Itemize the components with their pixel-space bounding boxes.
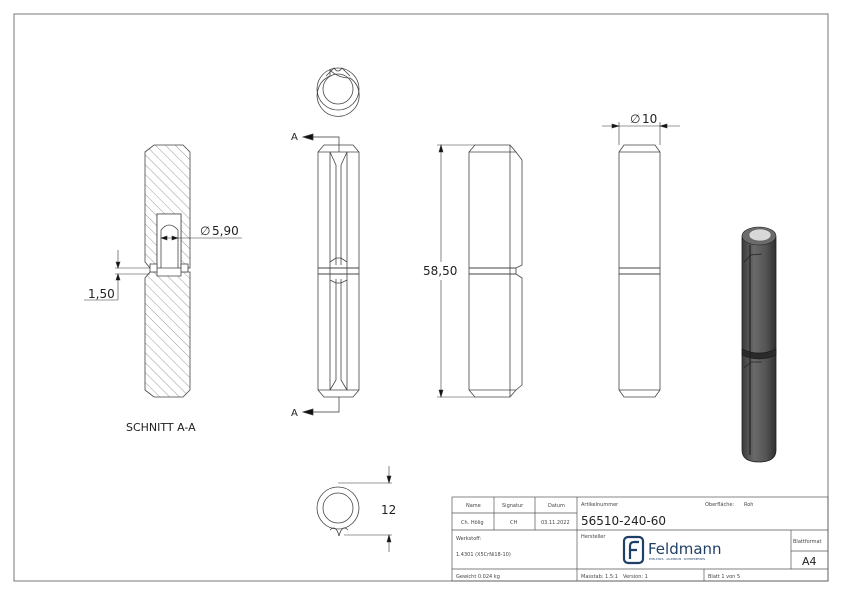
value-signature: CH: [510, 520, 517, 526]
diameter-symbol: ∅: [630, 112, 640, 126]
dimension-outer-value: 10: [642, 112, 657, 126]
dimension-bore-diameter: [160, 235, 242, 241]
material-label: Werkstoff:: [456, 536, 482, 542]
section-marker-bottom: A: [291, 408, 298, 419]
article-number: 56510-240-60: [581, 514, 666, 528]
surface-label: Oberfläche:: [705, 502, 734, 508]
brand-tagline: EDELSTAHL · ALUMINIUM · SCHMIEDEEISEN: [649, 557, 705, 561]
value-date: 03.11.2022: [541, 520, 570, 526]
side-view: [468, 144, 523, 398]
weight: Gewicht 0.024 kg: [456, 574, 500, 580]
dimension-groove-value: 1,50: [88, 287, 115, 301]
right-view: [618, 144, 661, 398]
scale: Masstab: 1.5:1: [581, 574, 618, 580]
article-number-label: Artikelnummer: [581, 502, 619, 508]
diameter-symbol: ∅: [200, 224, 210, 238]
feldmann-logo-icon: [622, 535, 645, 565]
header-date: Datum: [548, 503, 565, 509]
sheet-number: Blatt 1 von 5: [708, 574, 740, 580]
sheet-border: [13, 13, 829, 582]
section-label: SCHNITT A-A: [126, 421, 196, 434]
material-value: 1.4301 (X5CrNi18-10): [456, 552, 511, 558]
title-block: [451, 496, 829, 582]
brand-name: Feldmann: [648, 540, 722, 558]
dimension-end-value: 12: [381, 503, 396, 517]
version: Version: 1: [623, 574, 648, 580]
format-label: Blattformat: [793, 539, 822, 545]
dimension-end-height: [338, 466, 392, 552]
dimension-outer-diameter: [602, 122, 680, 145]
front-view: [317, 144, 360, 398]
format-value: A4: [802, 555, 817, 568]
section-marker-top: A: [291, 132, 298, 143]
value-name: Ch. Hölig: [461, 520, 484, 526]
section-view-a-a: [144, 144, 191, 398]
dimension-groove-width: [84, 250, 150, 301]
top-end-view: [316, 67, 360, 117]
manufacturer-label: Hersteller: [581, 534, 606, 540]
header-name: Name: [466, 503, 481, 509]
dimension-length: [437, 143, 475, 399]
bottom-end-view: [316, 486, 360, 537]
isometric-view: [741, 226, 777, 463]
surface-value: Roh: [744, 502, 753, 508]
header-signature: Signatur: [502, 503, 524, 509]
section-cut-line: [301, 133, 340, 416]
dimension-bore-value: 5,90: [212, 224, 239, 238]
dimension-length-value: 58,50: [423, 264, 457, 278]
